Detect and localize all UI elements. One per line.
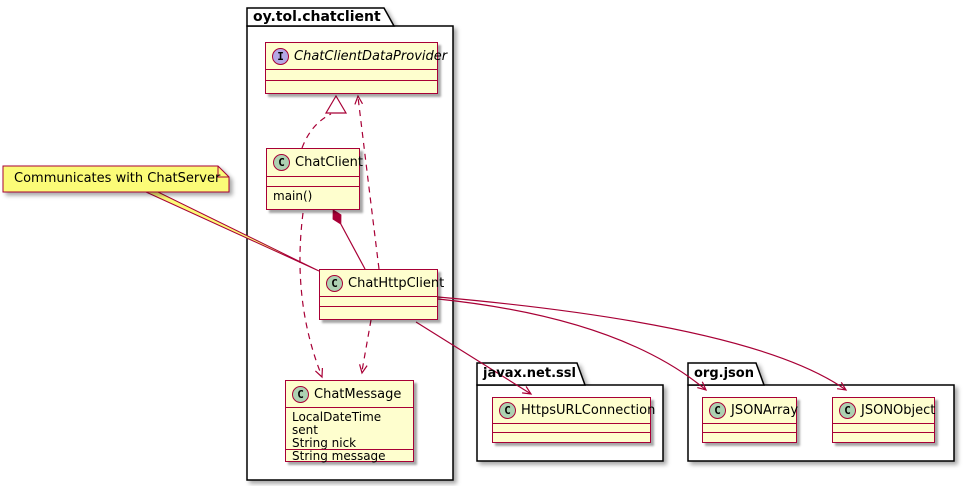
methods-compartment-empty: [286, 449, 413, 461]
open-arrowhead: [359, 364, 368, 375]
open-arrowhead: [697, 381, 708, 391]
class-header: C ChatClient: [267, 149, 363, 176]
field-item: String nick: [292, 436, 357, 450]
class-header: C ChatMessage: [286, 381, 413, 407]
class-header: I ChatClientDataProvider: [266, 43, 447, 69]
note-text: Communicates with ChatServer: [14, 171, 221, 186]
field-item: LocalDateTime sent: [292, 410, 382, 437]
class-box-chatmessage: C ChatMessage LocalDateTime sent String …: [285, 380, 414, 463]
class-box-chatclientdataprovider: I ChatClientDataProvider: [265, 42, 447, 94]
class-name: ChatClientDataProvider: [294, 48, 448, 64]
open-arrowhead: [314, 367, 323, 379]
class-box-httpsurlconnection: C HttpsURLConnection: [492, 397, 655, 443]
package-label-json: org.json: [694, 366, 754, 381]
class-spot-icon: C: [499, 402, 516, 419]
class-spot-icon: C: [709, 402, 726, 419]
edge-realization-chatclient-provider: [301, 94, 348, 149]
hollow-triangle-arrowhead: [324, 94, 348, 114]
interface-spot-icon: I: [272, 47, 289, 65]
note-shape: [2, 165, 230, 193]
edge-association-httpclient-jsonarray: [437, 298, 708, 391]
class-name: ChatHttpClient: [348, 275, 445, 291]
methods-compartment-empty: [266, 80, 437, 93]
class-spot-icon: C: [839, 402, 856, 419]
class-name: JSONObject: [861, 403, 936, 418]
fields-compartment: LocalDateTime sent String nick String me…: [286, 407, 413, 463]
class-name: HttpsURLConnection: [521, 403, 656, 418]
class-name: ChatMessage: [314, 386, 402, 402]
fields-compartment-empty: [493, 423, 650, 432]
edge-dependency-httpclient-chatmessage: [359, 319, 372, 375]
methods-compartment-empty: [320, 306, 437, 319]
class-box-jsonobject: C JSONObject: [832, 397, 935, 443]
edge-dependency-chatclient-chatmessage: [299, 212, 323, 379]
fields-compartment-empty: [267, 176, 359, 186]
methods-compartment-empty: [703, 432, 796, 442]
edge-association-httpclient-jsonobject: [437, 296, 848, 391]
fields-compartment-empty: [320, 296, 437, 306]
fields-compartment-empty: [833, 423, 934, 432]
class-box-jsonarray: C JSONArray: [702, 397, 799, 443]
class-box-chatclient: C ChatClient main(): [266, 148, 363, 210]
class-box-chathttpclient: C ChatHttpClient: [319, 269, 444, 320]
fields-compartment-empty: [703, 423, 796, 432]
methods-compartment-empty: [493, 432, 650, 442]
fields-compartment-empty: [266, 69, 437, 80]
class-name: JSONArray: [731, 403, 799, 418]
class-header: C JSONArray: [703, 398, 799, 423]
methods-compartment-empty: [833, 432, 934, 442]
package-label-chatclient: oy.tol.chatclient: [253, 9, 381, 25]
class-spot-icon: C: [292, 385, 309, 403]
open-arrowhead: [354, 94, 364, 105]
edge-association-httpclient-httpsurlconnection: [415, 321, 533, 395]
class-header: C ChatHttpClient: [320, 270, 444, 296]
field-item: String message: [292, 449, 386, 463]
open-arrowhead: [522, 386, 533, 395]
class-header: C JSONObject: [833, 398, 936, 423]
class-spot-icon: C: [326, 274, 343, 292]
package-label-ssl: javax.net.ssl: [483, 366, 576, 381]
class-spot-icon: C: [273, 154, 290, 171]
edge-dependency-httpclient-provider: [354, 94, 380, 270]
open-arrowhead: [837, 381, 848, 391]
edge-composition-chatclient-httpclient: [332, 209, 366, 270]
methods-compartment: main(): [267, 186, 359, 209]
class-name: ChatClient: [295, 155, 364, 170]
method-item: main(): [273, 189, 313, 203]
class-header: C HttpsURLConnection: [493, 398, 655, 423]
